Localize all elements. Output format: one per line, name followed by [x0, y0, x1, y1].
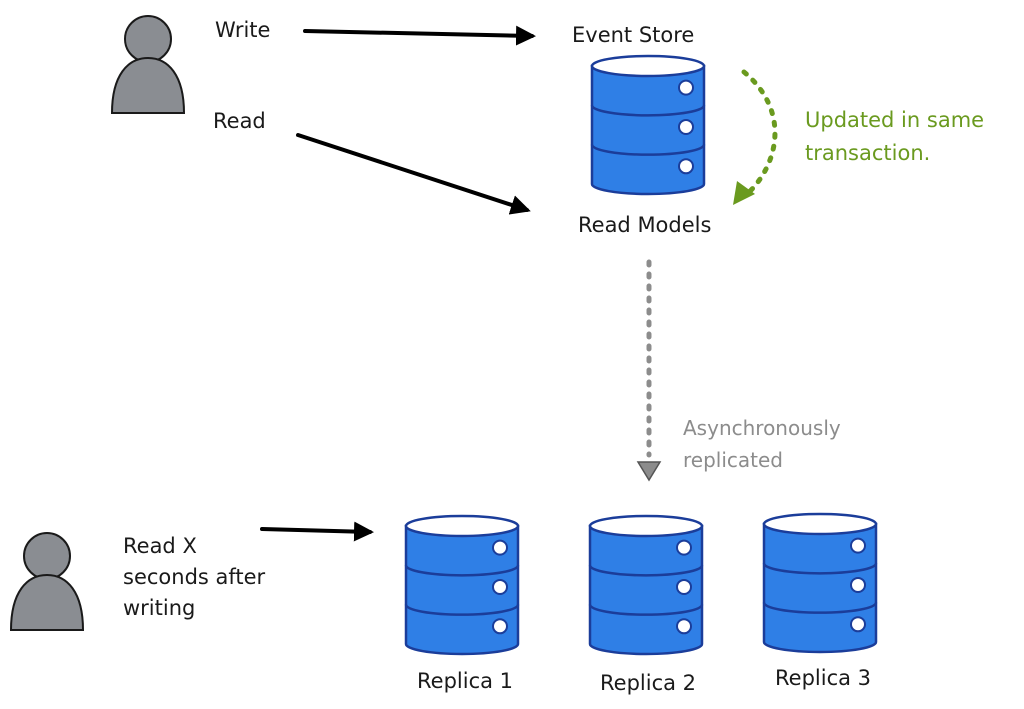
database-band-divider	[762, 602, 878, 614]
replica-3-database-icon	[762, 512, 878, 654]
database-indicator-icon	[850, 537, 866, 554]
updated-label-line2: transaction.	[805, 141, 930, 165]
write-arrow	[303, 25, 536, 46]
database-top-icon	[404, 514, 520, 538]
same-transaction-arrow	[741, 69, 778, 199]
database-indicator-icon	[492, 539, 508, 556]
database-top-icon	[590, 54, 706, 78]
database-indicator-icon	[492, 618, 508, 635]
database-band-divider	[588, 564, 704, 577]
top-user-head-icon	[124, 15, 172, 63]
async-label-line1: Asynchronously	[683, 416, 841, 440]
top-user-torso-icon	[110, 56, 186, 114]
async-replication-arrowhead-icon	[636, 461, 662, 482]
database-body-icon	[588, 524, 704, 656]
database-indicator-icon	[850, 616, 866, 633]
async-label-line2: replicated	[683, 448, 783, 472]
updated-label-line1: Updated in same	[805, 108, 984, 132]
database-indicator-icon	[678, 118, 694, 135]
database-band-divider	[590, 104, 706, 117]
replica-1-label: Replica 1	[417, 669, 513, 693]
database-band-divider	[590, 144, 706, 156]
database-indicator-icon	[850, 576, 866, 593]
database-indicator-icon	[676, 618, 692, 635]
bottom-user-icon	[9, 532, 85, 631]
database-body-icon	[590, 64, 706, 196]
replica-3-label: Replica 3	[775, 666, 871, 690]
database-band-divider	[588, 604, 704, 616]
read-replica-arrow	[260, 521, 374, 542]
replica-2-label: Replica 2	[600, 671, 696, 695]
event-store-label: Event Store	[572, 23, 694, 47]
read-arrow	[296, 133, 531, 215]
database-indicator-icon	[492, 578, 508, 595]
read-models-label: Read Models	[578, 213, 711, 237]
database-band-divider	[762, 562, 878, 575]
read-x-label-line2: seconds after	[123, 565, 266, 589]
read-label: Read	[213, 109, 266, 133]
top-user-icon	[110, 15, 186, 114]
bottom-user-torso-icon	[9, 573, 85, 631]
read-x-label-line1: Read X	[123, 534, 197, 558]
bottom-user-head-icon	[23, 532, 71, 580]
event-store-database-icon	[590, 54, 706, 196]
database-top-icon	[588, 514, 704, 538]
database-body-icon	[404, 524, 520, 656]
database-band-divider	[404, 604, 520, 616]
database-band-divider	[404, 564, 520, 577]
database-indicator-icon	[676, 539, 692, 556]
same-transaction-arrowhead-icon	[733, 181, 755, 205]
database-indicator-icon	[678, 79, 694, 96]
replica-2-database-icon	[588, 514, 704, 656]
read-x-label-line3: writing	[123, 596, 195, 620]
database-body-icon	[762, 522, 878, 654]
write-label: Write	[215, 18, 270, 42]
database-indicator-icon	[676, 578, 692, 595]
replica-1-database-icon	[404, 514, 520, 656]
database-top-icon	[762, 512, 878, 536]
database-indicator-icon	[678, 158, 694, 175]
